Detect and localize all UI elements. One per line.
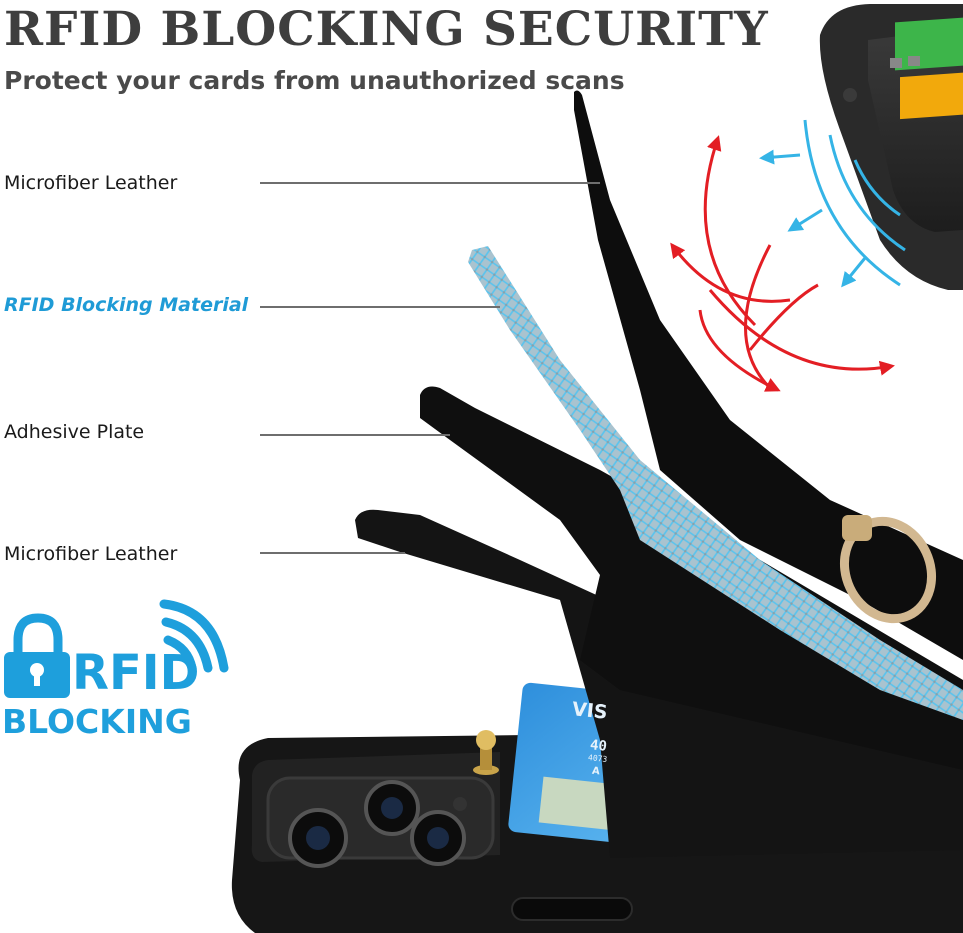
leader-line-3 bbox=[260, 434, 450, 436]
card-number: 40 bbox=[589, 737, 608, 755]
blocked-signal-arrows bbox=[670, 135, 895, 392]
leader-line-1 bbox=[260, 182, 600, 184]
card-number-small: 4073 bbox=[587, 753, 608, 764]
leader-line-2 bbox=[260, 306, 500, 308]
rfid-mesh-layer bbox=[468, 246, 963, 720]
wireless-icon bbox=[159, 599, 229, 673]
card-brand: VIS bbox=[570, 698, 609, 724]
badge-blocking-text: BLOCKING bbox=[2, 702, 192, 741]
label-microfiber-leather-outer: Microfiber Leather bbox=[4, 172, 178, 194]
rfid-signal-waves bbox=[759, 119, 906, 288]
leader-line-4 bbox=[260, 552, 405, 554]
page-title: RFID BLOCKING SECURITY bbox=[4, 2, 769, 57]
badge-rfid-text: RFID bbox=[72, 645, 200, 701]
card-reader-terminal bbox=[819, 4, 963, 290]
card-letter: A bbox=[591, 765, 601, 778]
label-rfid-blocking-material: RFID Blocking Material bbox=[4, 294, 249, 316]
lock-icon bbox=[4, 613, 70, 698]
label-microfiber-leather-inner: Microfiber Leather bbox=[4, 543, 178, 565]
adhesive-plate-layer bbox=[420, 386, 963, 770]
label-adhesive-plate: Adhesive Plate bbox=[4, 421, 145, 443]
page-subtitle: Protect your cards from unauthorized sca… bbox=[4, 66, 625, 95]
ring-holder bbox=[839, 515, 937, 624]
